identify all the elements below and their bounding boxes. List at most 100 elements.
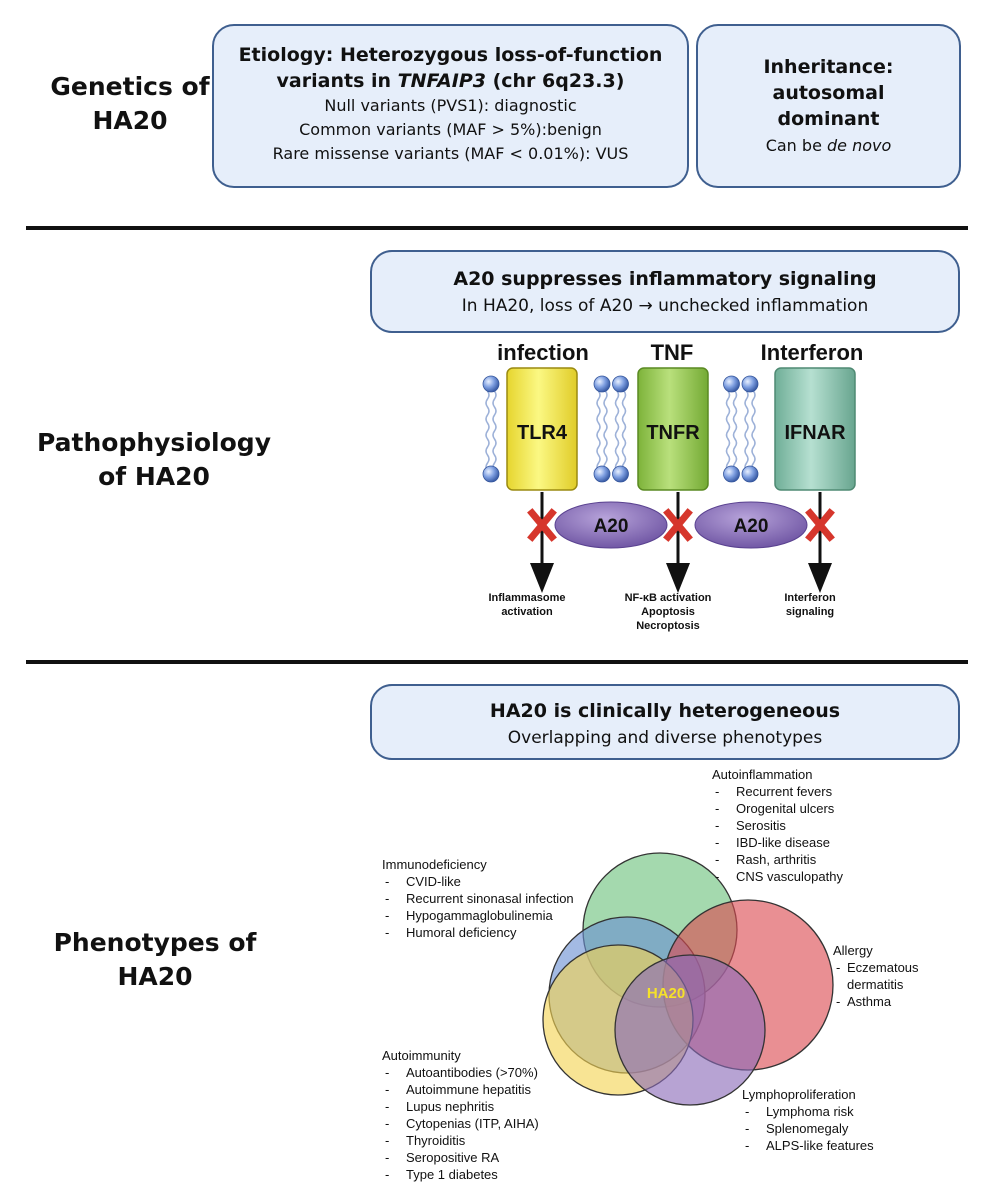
venn-center-label: HA20: [647, 985, 685, 1002]
list-item: Asthma: [833, 993, 943, 1010]
receptor-ifnar: [774, 367, 856, 491]
list-item: Type 1 diabetes: [382, 1166, 539, 1183]
lipid-tail: [751, 390, 756, 472]
receptor-tnfr: [637, 367, 709, 491]
list-item: CNS vasculopathy: [712, 868, 843, 885]
outcome-label: Necroptosis: [636, 620, 700, 632]
stimulus-label-tnf: TNF: [651, 340, 694, 365]
list-item: Serositis: [712, 817, 843, 834]
group-autoinflammation: Autoinflammation Recurrent fevers Orogen…: [712, 766, 843, 885]
receptor-label-tlr4: TLR4: [517, 422, 568, 444]
block-x-icon: [663, 508, 693, 542]
lipid-head: [723, 465, 740, 483]
outcome-label: signaling: [786, 606, 834, 618]
lipid-head: [612, 375, 629, 393]
phenotype-summary-box: HA20 is clinically heterogeneous Overlap…: [370, 684, 960, 760]
outcome-label: NF-κB activation: [625, 592, 712, 604]
stimulus-label-infection: infection: [497, 340, 589, 365]
block-x-icon: [527, 508, 557, 542]
venn-circle-lymphoproliferation: [614, 954, 766, 1106]
outcome-label: Apoptosis: [641, 606, 695, 618]
lipid-tail: [621, 390, 627, 472]
group-title: Lymphoproliferation: [742, 1087, 856, 1102]
outcome-label: Interferon: [784, 592, 836, 604]
list-item: Orogenital ulcers: [712, 800, 843, 817]
list-item: Eczematous dermatitis: [833, 959, 943, 993]
list-item: Autoantibodies (>70%): [382, 1064, 539, 1081]
etiology-heading-line1: Etiology: Heterozygous loss-of-function: [238, 44, 663, 66]
pathway-summary-box: A20 suppresses inflammatory signaling In…: [370, 250, 960, 333]
block-x-icon: [805, 508, 835, 542]
etiology-line: Rare missense variants (MAF < 0.01%): VU…: [272, 144, 629, 163]
etiology-line: Null variants (PVS1): diagnostic: [324, 96, 577, 115]
group-lymphoproliferation: Lymphoproliferation Lymphoma risk Spleno…: [742, 1086, 874, 1154]
pathway-subtitle: In HA20, loss of A20 → unchecked inflamm…: [461, 296, 869, 316]
lipid-tail: [732, 390, 738, 472]
list-item: ALPS-like features: [742, 1137, 874, 1154]
list-item: CVID-like: [382, 873, 574, 890]
list-item: Lupus nephritis: [382, 1098, 539, 1115]
lipid-head: [593, 375, 611, 393]
lipid-tail: [744, 390, 749, 472]
list-item: Splenomegaly: [742, 1120, 874, 1137]
etiology-box: Etiology: Heterozygous loss-of-function …: [212, 24, 689, 188]
lipid-tail: [725, 390, 731, 472]
a20-label: A20: [594, 516, 629, 537]
lipid-head: [612, 465, 629, 483]
venn-circle-allergy: [662, 899, 834, 1071]
lipid-tails: [485, 390, 756, 472]
section-label-genetics: Genetics of HA20: [50, 72, 210, 135]
stimulus-label-interferon: Interferon: [761, 340, 864, 365]
list-item: Autoimmune hepatitis: [382, 1081, 539, 1098]
lipid-head: [741, 465, 759, 483]
lipid-tail: [614, 390, 620, 472]
list-item: Recurrent sinonasal infection: [382, 890, 574, 907]
etiology-heading-line2: variants in TNFAIP3 (chr 6q23.3): [276, 70, 625, 92]
lipid-beads: [482, 375, 759, 483]
lipid-head: [482, 375, 500, 393]
section-label-pathophysiology: Pathophysiology of HA20: [37, 428, 271, 491]
inheritance-line: dominant: [777, 108, 880, 130]
inheritance-note: Can be de novo: [765, 136, 892, 155]
list-item: Hypogammaglobulinemia: [382, 907, 574, 924]
a20-protein: [554, 501, 668, 549]
section-label-phenotypes: Phenotypes of HA20: [53, 928, 257, 991]
section-divider-2: [26, 660, 968, 664]
list-item: Recurrent fevers: [712, 783, 843, 800]
lipid-tail: [485, 390, 490, 472]
group-allergy: Allergy Eczematous dermatitis Asthma: [833, 942, 943, 1010]
outcome-label: Inflammasome: [488, 592, 565, 604]
list-item: Rash, arthritis: [712, 851, 843, 868]
section-divider-1: [26, 226, 968, 230]
lipid-head: [482, 465, 500, 483]
list-item: Humoral deficiency: [382, 924, 574, 941]
list-item: Seropositive RA: [382, 1149, 539, 1166]
receptor-label-tnfr: TNFR: [646, 422, 700, 444]
list-item: Lymphoma risk: [742, 1103, 874, 1120]
lipid-head: [741, 375, 759, 393]
receptor-tlr4: [506, 367, 578, 491]
etiology-line: Common variants (MAF > 5%):benign: [299, 120, 602, 139]
lipid-tail: [492, 390, 497, 472]
group-title: Immunodeficiency: [382, 857, 487, 872]
receptor-label-ifnar: IFNAR: [784, 422, 846, 444]
phenotype-title: HA20 is clinically heterogeneous: [489, 700, 841, 722]
inheritance-box: Inheritance: autosomal dominant Can be d…: [696, 24, 961, 188]
group-autoimmunity: Autoimmunity Autoantibodies (>70%) Autoi…: [382, 1047, 539, 1183]
a20-protein: [694, 501, 808, 549]
outcome-label: activation: [501, 606, 553, 618]
group-title: Autoinflammation: [712, 767, 813, 782]
inheritance-line: autosomal: [772, 82, 885, 104]
lipid-head: [723, 375, 740, 393]
gene-name: TNFAIP3: [397, 70, 486, 92]
inheritance-line: Inheritance:: [763, 56, 894, 78]
pathway-title: A20 suppresses inflammatory signaling: [453, 268, 877, 290]
list-item: Cytopenias (ITP, AIHA): [382, 1115, 539, 1132]
list-item: IBD-like disease: [712, 834, 843, 851]
a20-label: A20: [734, 516, 769, 537]
venn-circle-autoimmunity: [542, 944, 694, 1096]
group-title: Autoimmunity: [382, 1048, 461, 1063]
list-item: Thyroiditis: [382, 1132, 539, 1149]
lipid-tail: [603, 390, 608, 472]
group-immunodeficiency: Immunodeficiency CVID-like Recurrent sin…: [382, 856, 574, 941]
